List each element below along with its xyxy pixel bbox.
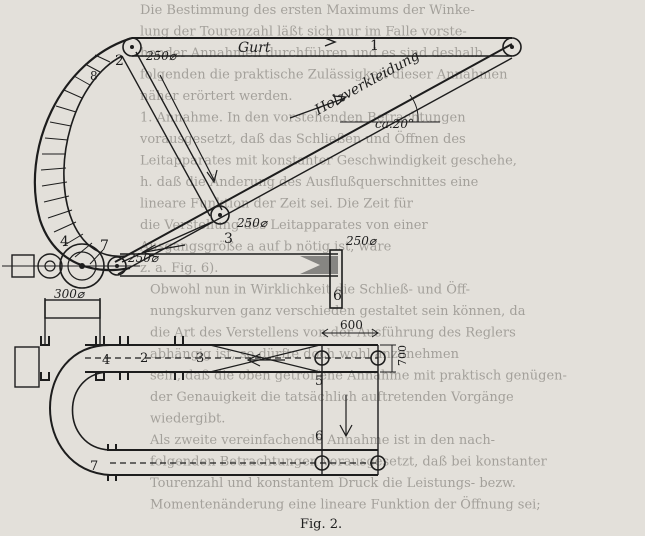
dim-600-label: 600 bbox=[340, 318, 363, 332]
hatched-guide bbox=[300, 256, 338, 274]
background-text-line: hender Annahmen durchführen und es sind … bbox=[140, 46, 483, 61]
plan-label-2: 2 bbox=[140, 351, 148, 366]
arrowhead-down bbox=[339, 424, 353, 438]
pulley-6-circle bbox=[314, 455, 330, 471]
background-text-line: nungskurven ganz verschieden gestaltet s… bbox=[150, 304, 526, 319]
plan-label-4: 4 bbox=[102, 353, 110, 368]
label-d3: 250⌀ bbox=[236, 216, 269, 230]
pulley-6-housing bbox=[329, 249, 343, 309]
pulley-3-circle bbox=[210, 205, 230, 225]
label-d6: 250⌀ bbox=[345, 234, 378, 248]
inclined-belt-upper bbox=[114, 43, 513, 263]
pulley-1-circle bbox=[502, 37, 522, 57]
pulley-5-circle bbox=[314, 350, 330, 366]
arrow-2-3 bbox=[159, 74, 215, 181]
curve-outer bbox=[33, 36, 133, 272]
inclined-belt-lower bbox=[117, 57, 513, 275]
background-text-line: Momentenänderung eine lineare Funktion d… bbox=[150, 496, 541, 513]
background-text-line: Die Bestimmung des ersten Maximums der W… bbox=[140, 3, 475, 18]
label-pulley-1: 1 bbox=[370, 38, 379, 54]
angle-arc bbox=[409, 94, 419, 123]
plan-arrowhead-left bbox=[246, 353, 261, 367]
belt-2-to-3-b bbox=[121, 55, 211, 217]
label-pulley-6-upper: 6 bbox=[333, 288, 342, 304]
background-text-line: z. a. Fig. 6). bbox=[140, 261, 218, 276]
pulley-5b-circle bbox=[370, 350, 386, 366]
background-text-line: h. daß die Änderung des Ausflußquerschni… bbox=[140, 173, 479, 190]
arrowhead-holz bbox=[332, 95, 348, 106]
background-text-line: Obwohl nun in Wirklichkeit die Schließ- … bbox=[150, 281, 470, 298]
plan-label-5: 5 bbox=[315, 374, 323, 389]
plan-label-7: 7 bbox=[90, 459, 98, 474]
label-pulley-4: 4 bbox=[60, 234, 69, 250]
label-d2: 250⌀ bbox=[145, 49, 178, 63]
arrow-gurt bbox=[324, 37, 337, 47]
background-text-layer: Die Bestimmung des ersten Maximums der W… bbox=[139, 3, 567, 513]
background-text-line: Leitapparates mit konstanter Geschwindig… bbox=[140, 154, 517, 169]
label-pulley-8: 8 bbox=[90, 69, 98, 83]
label-pulley-3: 3 bbox=[224, 231, 233, 247]
label-pulley-2: 2 bbox=[115, 53, 124, 69]
figure-caption: Fig. 2. bbox=[300, 517, 342, 532]
label-d7: 250⌀ bbox=[127, 251, 160, 265]
belt-2-to-3 bbox=[135, 51, 223, 211]
pulley-2-hub bbox=[130, 45, 134, 49]
arrowhead-2-3 bbox=[206, 169, 218, 184]
upper-side-view bbox=[2, 36, 522, 309]
plan-diag-2 bbox=[209, 344, 321, 373]
curve-inner bbox=[63, 55, 126, 258]
label-gurt: Gurt bbox=[238, 40, 271, 56]
label-d4: 300⌀ bbox=[54, 287, 86, 301]
bearing-brackets bbox=[40, 336, 184, 481]
label-angle: ca.20° bbox=[375, 117, 414, 131]
background-text-line: folgenden Betrachtungen vorausgesetzt, d… bbox=[150, 455, 548, 470]
arrow-3-7 bbox=[144, 244, 186, 253]
background-text-line: Ausgangsgröße a auf b nötig ist, wäre bbox=[139, 240, 392, 255]
lower-plan-view bbox=[14, 298, 396, 481]
background-text-line: lung der Tourenzahl läßt sich nur im Fal… bbox=[140, 25, 467, 40]
curve-hatching bbox=[40, 54, 111, 265]
background-text-line: der Genauigkeit die tatsächlich auftrete… bbox=[150, 390, 514, 405]
arrow-holz bbox=[289, 97, 346, 119]
label-pulley-7: 7 bbox=[100, 238, 109, 254]
u-belt-inner bbox=[71, 371, 111, 451]
pulley-6b-circle bbox=[370, 455, 386, 471]
pulley-2-circle bbox=[122, 37, 142, 57]
background-text-line: Tourenzahl und konstantem Druck die Leis… bbox=[150, 476, 516, 491]
dim-700-label: 700 bbox=[396, 345, 409, 366]
dim-600-arrow-r bbox=[371, 328, 379, 338]
pulley-3-hub bbox=[218, 213, 222, 217]
pulley-1-hub bbox=[510, 45, 514, 49]
background-text-line: sein, daß die oben getroffene Annahme mi… bbox=[150, 369, 567, 384]
motor-plan bbox=[14, 346, 40, 388]
top-crossbar bbox=[44, 299, 101, 319]
background-text-line: näher erörtert werden. bbox=[140, 89, 293, 104]
background-text-line: vorausgesetzt, daß das Schließen und Öff… bbox=[139, 130, 466, 147]
background-text-line: folgenden die praktische Zulässigkeit di… bbox=[140, 68, 508, 83]
plan-label-3: 3 bbox=[196, 351, 204, 366]
background-text-line: wiedergibt. bbox=[150, 412, 225, 427]
belt-3-to-7 bbox=[121, 221, 213, 263]
dim-600-arrow-l bbox=[321, 328, 329, 338]
background-text-line: lineare Funktion der Zeit sei. Die Zeit … bbox=[140, 197, 414, 212]
arrowhead-3-7 bbox=[141, 244, 157, 258]
plan-label-6: 6 bbox=[315, 429, 323, 444]
